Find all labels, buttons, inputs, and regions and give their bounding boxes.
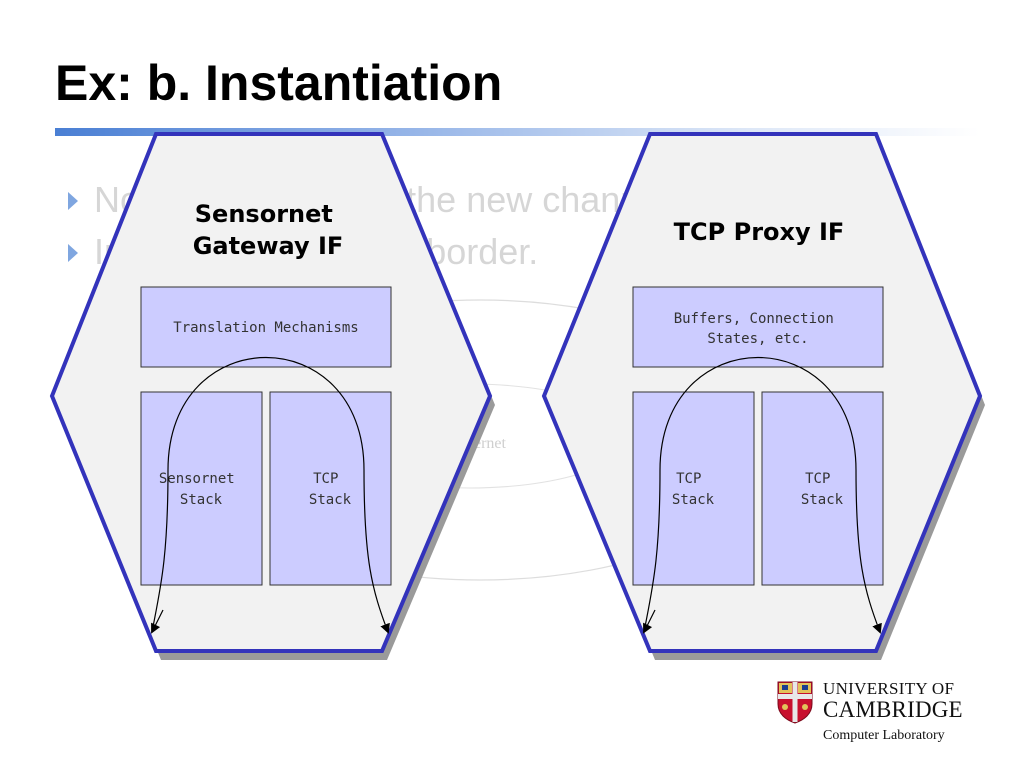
stack-label: Sensornet Stack [159, 471, 243, 508]
stack-label: TCP Stack [801, 471, 844, 508]
tcp-proxy-interface: TCP Proxy IF Buffers, Connection States,… [541, 132, 985, 660]
stack-label: TCP Stack [309, 471, 352, 508]
university-logo: UNIVERSITY OF CAMBRIDGE Computer Laborat… [776, 680, 963, 746]
translation-box [140, 286, 392, 368]
box-label: Translation Mechanisms [173, 320, 358, 336]
logo-line-department: Computer Laboratory [823, 728, 945, 743]
data-flow-arrow [643, 357, 882, 634]
interface-title: Sensornet Gateway IF [193, 200, 344, 260]
logo-text: UNIVERSITY OF CAMBRIDGE Computer Laborat… [823, 680, 963, 746]
box-label: Buffers, Connection States, etc. [674, 311, 843, 347]
interface-title: TCP Proxy IF [674, 218, 845, 246]
buffers-box [632, 286, 884, 368]
title-underline [55, 128, 980, 136]
triangle-bullet-icon [68, 243, 78, 262]
stack-box [140, 391, 263, 586]
logo-line-cambridge: CAMBRIDGE [823, 697, 963, 722]
cambridge-shield-icon [777, 681, 813, 724]
arrowhead-left [151, 609, 164, 634]
stack-box [761, 391, 884, 586]
data-flow-arrow [151, 357, 390, 634]
arrowhead-left [643, 609, 656, 634]
stack-box [269, 391, 392, 586]
sensornet-gateway-interface: Sensornet Gateway IF Translation Mechani… [49, 132, 495, 660]
stack-label: TCP Stack [672, 471, 715, 508]
slide-title: Ex: b. Instantiation [55, 55, 503, 111]
logo-line-university: UNIVERSITY OF [823, 679, 955, 698]
triangle-bullet-icon [68, 192, 78, 210]
stack-box [632, 391, 755, 586]
